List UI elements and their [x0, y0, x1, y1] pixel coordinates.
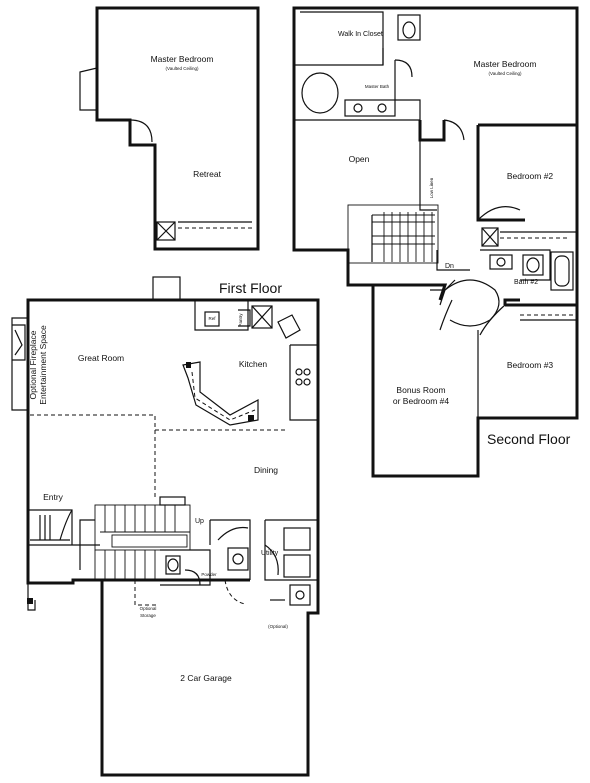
stair-label-down: Dn — [445, 263, 454, 270]
label-ref: Ref — [208, 316, 216, 321]
first-floor-plan — [11, 276, 320, 777]
room-label-master-bedroom-optional: Master Bedroom — [151, 54, 214, 64]
vaulted-ceiling-note-second-floor: (Vaulted Ceiling) — [489, 71, 522, 76]
room-label-utility: Utility — [261, 550, 279, 557]
room-label-entry: Entry — [43, 492, 64, 502]
room-label-dining: Dining — [254, 465, 278, 475]
room-label-bedroom-3: Bedroom #3 — [507, 360, 554, 370]
label-optional-door: (Optional) — [268, 624, 288, 629]
label-optional-storage-line1: Optional — [140, 606, 157, 611]
room-label-bedroom-2: Bedroom #2 — [507, 171, 554, 181]
room-label-kitchen: Kitchen — [239, 359, 268, 369]
room-label-great-room: Great Room — [78, 353, 124, 363]
floor-title-second: Second Floor — [487, 431, 571, 447]
room-label-low-linen: Low Linen — [429, 177, 434, 198]
room-label-bath-2: Bath #2 — [514, 279, 538, 286]
label-optional-fireplace: Optional Fireplace — [28, 330, 38, 399]
room-label-garage: 2 Car Garage — [180, 673, 232, 683]
optional-master-suite-plan — [79, 6, 260, 251]
label-pantry: Pantry — [238, 313, 243, 327]
label-entertainment-space: Entertainment Space — [38, 325, 48, 405]
room-label-powder: Powder — [201, 572, 217, 577]
label-optional-storage-line2: Storage — [140, 613, 156, 618]
room-label-bedroom-4: or Bedroom #4 — [393, 396, 449, 406]
room-label-master-bath: Master Bath — [365, 84, 390, 89]
room-label-bonus-room: Bonus Room — [396, 385, 445, 395]
room-label-open: Open — [349, 154, 370, 164]
vaulted-ceiling-note-optional: (Vaulted Ceiling) — [166, 66, 199, 71]
room-label-master-bedroom-second-floor: Master Bedroom — [474, 59, 537, 69]
room-label-walk-in-closet: Walk In Closet — [338, 31, 383, 38]
room-label-retreat: Retreat — [193, 169, 222, 179]
second-floor-plan — [292, 6, 579, 478]
floor-title-first: First Floor — [219, 280, 282, 296]
stair-label-up: Up — [195, 518, 204, 525]
